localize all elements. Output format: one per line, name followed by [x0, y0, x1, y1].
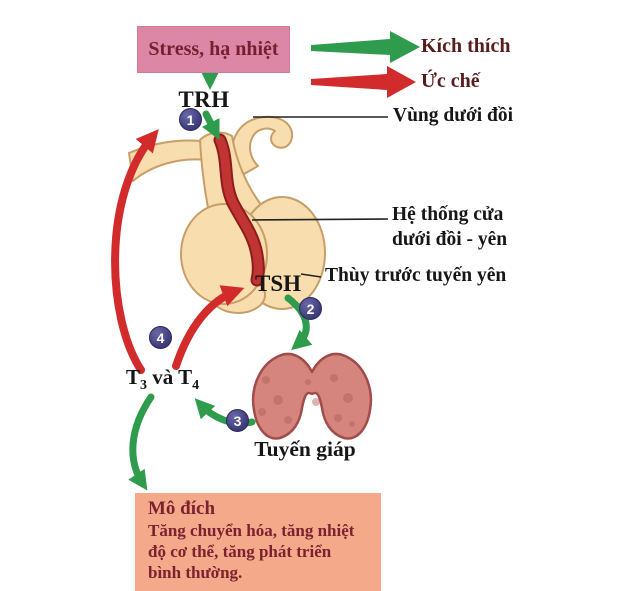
hypothalamus-label: Vùng dưới đồi	[393, 105, 514, 126]
anterior-pituitary-label: Thùy trước tuyến yên	[325, 265, 507, 286]
step-marker-3: 3	[226, 409, 249, 432]
legend-stimulate-arrow-icon	[311, 31, 420, 63]
target-tissue-line1: Tăng chuyển hóa, tăng nhiệt	[148, 521, 355, 540]
portal-pointer-line	[251, 218, 389, 221]
target-tissue-line2: độ cơ thể, tăng phát triển	[148, 542, 332, 561]
stimulus-label: Stress, hạ nhiệt	[148, 38, 279, 60]
step-marker-2: 2	[299, 297, 322, 320]
thyroid-gland-label: Tuyến giáp	[254, 437, 356, 461]
target-tissue-box: Mô đích Tăng chuyển hóa, tăng nhiệt độ c…	[135, 493, 381, 591]
legend-stimulate-label: Kích thích	[421, 35, 511, 57]
inhibit-arrow-t3t4-to-tsh-icon	[172, 285, 245, 370]
portal-system-label-line2: dưới đồi - yên	[392, 229, 508, 250]
portal-vessel	[215, 135, 263, 285]
inhibit-arrow-t3t4-to-trh-icon	[111, 129, 159, 374]
thyroid-gland-shape	[251, 352, 373, 440]
legend-inhibit-arrow-icon	[311, 66, 416, 98]
step-marker-4: 4	[149, 326, 172, 349]
stimulate-arrow-trh-to-portal-icon	[201, 110, 220, 141]
target-tissue-title: Mô đích	[148, 498, 216, 519]
stimulus-box: Stress, hạ nhiệt	[137, 26, 290, 73]
target-tissue-line3: bình thường.	[148, 563, 243, 582]
portal-system-label: Hệ thống cửa dưới đồi - yên	[392, 202, 507, 252]
thyroid-texture	[258, 374, 355, 427]
step-marker-1: 1	[179, 108, 202, 131]
hypothalamus-right-arm-icon	[230, 115, 294, 175]
stimulate-arrow-tsh-to-thyroid-icon	[284, 294, 313, 351]
stimulate-arrow-stress-to-trh-icon	[200, 69, 220, 90]
tsh-label: TSH	[254, 271, 302, 296]
trh-label: TRH	[178, 87, 230, 112]
legend-inhibit-label: Ức chế	[421, 70, 480, 92]
portal-system-label-line1: Hệ thống cửa	[392, 204, 504, 225]
t3-t4-label: T3 và T4	[126, 365, 200, 394]
stimulate-arrow-t3t4-to-target-icon	[128, 393, 155, 491]
anterior-pituitary-pointer-line	[300, 273, 322, 278]
